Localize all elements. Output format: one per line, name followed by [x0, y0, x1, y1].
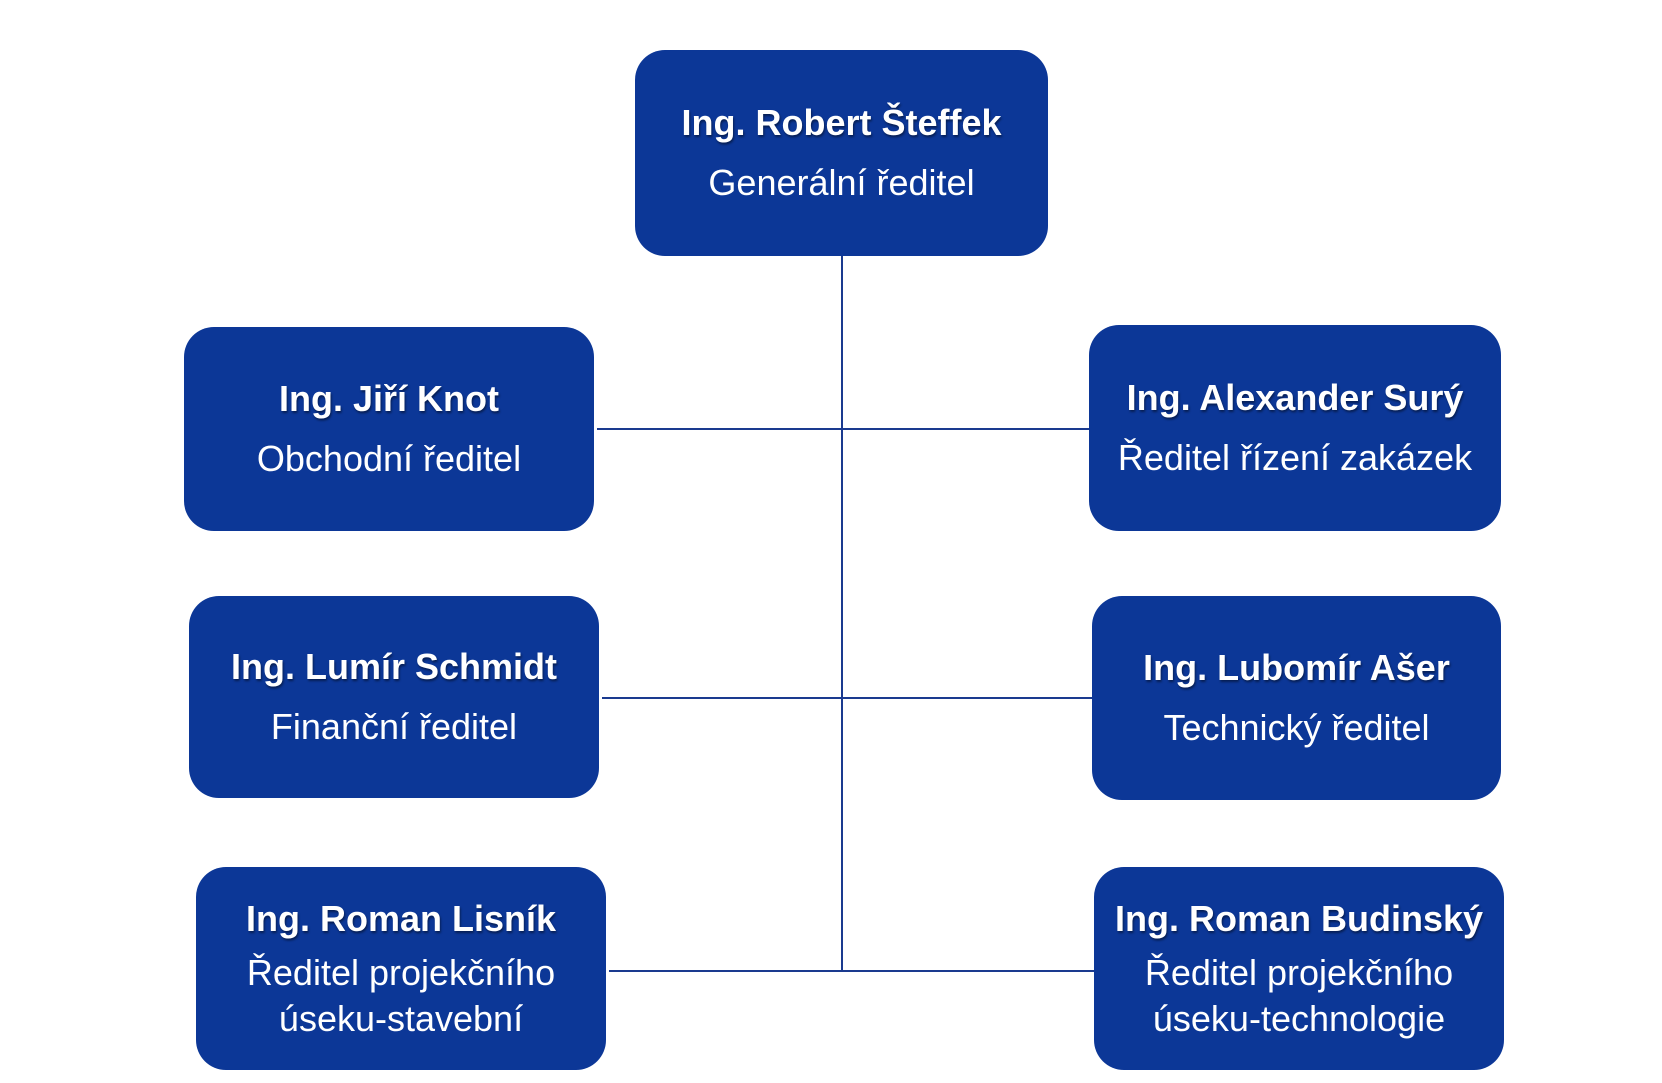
- node-role: Obchodní ředitel: [256, 438, 522, 479]
- node-sales-director[interactable]: Ing. Jiří Knot Obchodní ředitel: [184, 327, 594, 531]
- node-finance-director[interactable]: Ing. Lumír Schmidt Finanční ředitel: [189, 596, 599, 798]
- node-role: Generální ředitel: [708, 162, 975, 203]
- node-technical-director[interactable]: Ing. Lubomír Ašer Technický ředitel: [1092, 596, 1501, 800]
- node-role: Ředitel projekčního úseku-technologie: [1144, 951, 1454, 1039]
- node-design-technology-director[interactable]: Ing. Roman Budinský Ředitel projekčního …: [1094, 867, 1504, 1070]
- node-role: Finanční ředitel: [270, 706, 518, 747]
- node-name: Ing. Roman Budinský: [1114, 897, 1484, 939]
- node-ceo[interactable]: Ing. Robert Šteffek Generální ředitel: [635, 50, 1048, 256]
- row1-connector: [597, 428, 1092, 430]
- node-name: Ing. Alexander Surý: [1126, 377, 1464, 418]
- row2-connector: [602, 697, 1094, 699]
- node-role: Ředitel řízení zakázek: [1117, 437, 1473, 478]
- node-name: Ing. Lubomír Ašer: [1143, 647, 1450, 688]
- node-role: Technický ředitel: [1163, 707, 1430, 748]
- node-name: Ing. Roman Lisník: [245, 897, 557, 939]
- node-name: Ing. Robert Šteffek: [681, 102, 1002, 143]
- node-design-construction-director[interactable]: Ing. Roman Lisník Ředitel projekčního ús…: [196, 867, 606, 1070]
- trunk-connector: [841, 256, 843, 972]
- row3-connector: [609, 970, 1095, 972]
- node-name: Ing. Lumír Schmidt: [230, 646, 557, 687]
- node-name: Ing. Jiří Knot: [279, 378, 499, 419]
- node-role: Ředitel projekčního úseku-stavební: [246, 951, 556, 1039]
- node-project-management-director[interactable]: Ing. Alexander Surý Ředitel řízení zakáz…: [1089, 325, 1501, 531]
